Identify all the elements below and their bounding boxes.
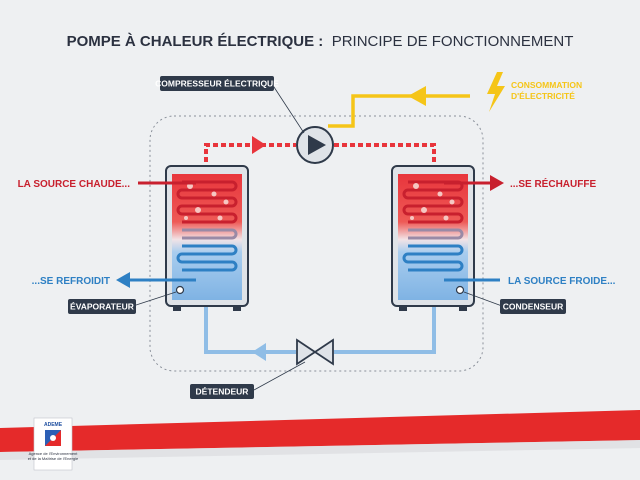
cold-refrigerant-pipe <box>204 298 436 361</box>
hot-source-label: LA SOURCE CHAUDE... <box>18 179 131 190</box>
expansion-valve-icon <box>296 338 334 366</box>
svg-text:ÉVAPORATEUR: ÉVAPORATEUR <box>70 302 134 312</box>
svg-text:CONDENSEUR: CONDENSEUR <box>503 302 563 312</box>
system-boundary <box>149 115 484 372</box>
lightning-icon <box>487 72 505 112</box>
heats-up-label: ...SE RÉCHAUFFE <box>510 177 596 190</box>
condenser-tag: CONDENSEUR <box>463 291 566 314</box>
footer-band-shadow <box>0 440 640 460</box>
evaporator-tank <box>165 165 249 311</box>
compressor-tag: COMPRESSEUR ÉLECTRIQUE <box>155 76 305 134</box>
heats-up-arrow <box>444 175 504 191</box>
svg-text:COMPRESSEUR ÉLECTRIQUE: COMPRESSEUR ÉLECTRIQUE <box>155 79 279 89</box>
ademe-logo: ADEME Agence de l'Environnement et de la… <box>28 417 79 471</box>
cools-down-label: ...SE REFROIDIT <box>32 276 110 287</box>
svg-text:Agence de l'Environnement: Agence de l'Environnement <box>29 451 79 456</box>
electricity-consumption-label-2: D'ÉLECTRICITÉ <box>511 91 575 101</box>
electricity-consumption-label: CONSOMMATION <box>511 80 582 90</box>
svg-text:ADEME: ADEME <box>44 422 63 428</box>
electricity-flow <box>328 86 470 128</box>
page-title: POMPE À CHALEUR ÉLECTRIQUE : PRINCIPE DE… <box>67 33 574 50</box>
cold-source-label: LA SOURCE FROIDE... <box>508 276 616 287</box>
evaporator-tag: ÉVAPORATEUR <box>68 291 177 314</box>
expansion-valve-tag: DÉTENDEUR <box>190 361 306 399</box>
compressor-icon <box>296 126 334 164</box>
footer-band <box>0 410 640 452</box>
svg-text:DÉTENDEUR: DÉTENDEUR <box>196 387 249 397</box>
condenser-tank <box>391 165 475 311</box>
svg-text:et de la Maîtrise de l'Energie: et de la Maîtrise de l'Energie <box>28 456 79 461</box>
cools-down-arrow <box>116 272 196 288</box>
